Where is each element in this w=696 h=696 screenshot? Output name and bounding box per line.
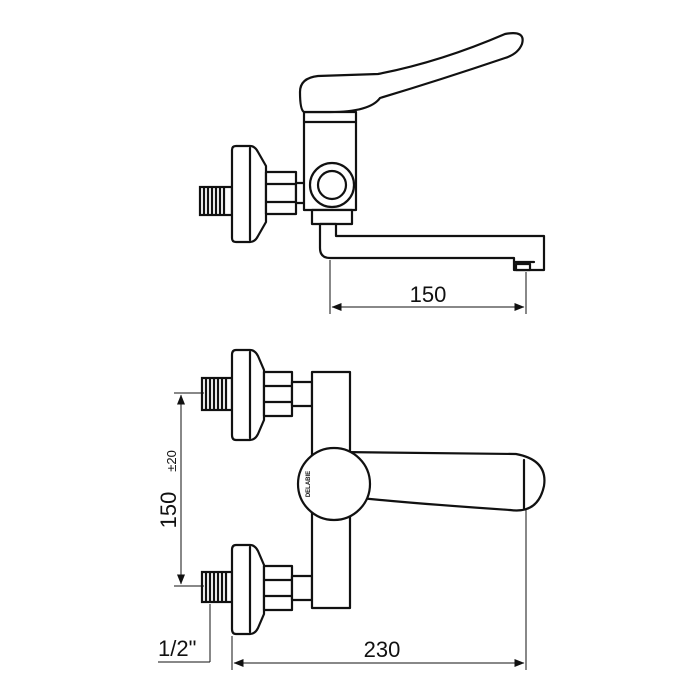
side-threaded-inlet	[198, 185, 234, 217]
overall-width-dimension: 230	[231, 510, 527, 670]
side-wall-rosette	[230, 144, 268, 244]
inlet-spacing-label: 150	[156, 492, 181, 529]
side-aerator	[514, 262, 532, 272]
lower-inlet-assembly	[200, 543, 314, 636]
thread-size-callout: 1/2"	[158, 604, 211, 663]
inlet-tolerance-label: ±20	[164, 450, 179, 472]
side-view: 150	[198, 32, 546, 314]
spout-reach-dimension: 150	[329, 260, 527, 314]
side-spout	[318, 222, 546, 272]
thread-size-label: 1/2"	[158, 636, 196, 661]
side-valve-cap	[308, 161, 356, 209]
overall-width-label: 230	[364, 637, 401, 662]
side-hex-nut	[264, 170, 298, 216]
top-lever-handle	[338, 450, 546, 512]
top-mixer-cap	[296, 446, 372, 522]
upper-inlet-assembly	[200, 348, 314, 442]
side-spout-collar	[310, 208, 354, 226]
spout-reach-label: 150	[410, 282, 447, 307]
side-lever-handle	[298, 32, 524, 114]
top-view: DELABIE 150 ±20 1/2" 230	[156, 348, 546, 670]
brand-logo-text: DELABIE	[306, 471, 312, 497]
inlet-spacing-dimension: 150 ±20	[156, 392, 204, 587]
